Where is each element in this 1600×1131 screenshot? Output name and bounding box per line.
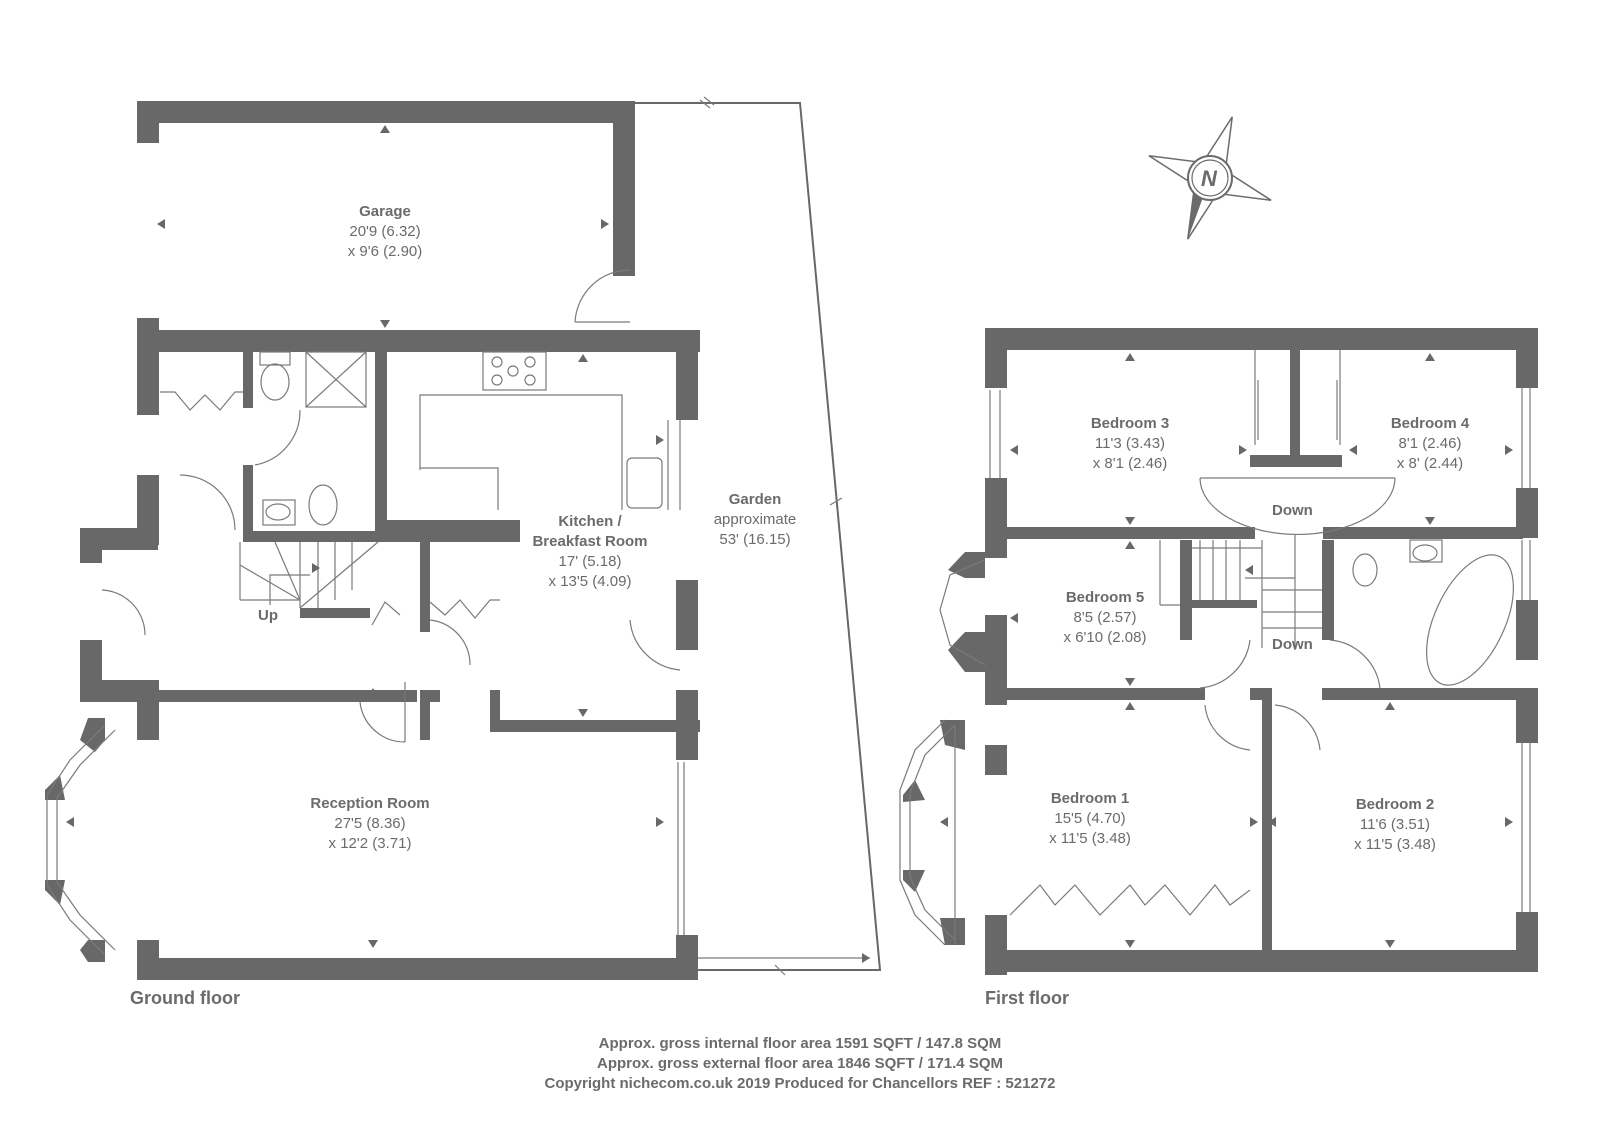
room-label-kitchen: Kitchen / Breakfast Room 17' (5.18) x 13… (510, 512, 670, 592)
room-dimension: x 6'10 (2.08) (1063, 629, 1147, 646)
room-dimension: x 8'1 (2.46) (1092, 455, 1168, 472)
room-name: Garden (728, 491, 782, 508)
room-dimension: approximate (713, 511, 797, 528)
stairs-up-label: Up (258, 607, 278, 624)
room-dimension: 8'1 (2.46) (1398, 435, 1462, 452)
room-name: Bedroom 1 (1050, 790, 1130, 807)
room-dimension: 17' (5.18) (558, 553, 622, 570)
footer-area-info: Approx. gross internal floor area 1591 S… (0, 1034, 1600, 1094)
copyright-text: Copyright nichecom.co.uk 2019 Produced f… (544, 1075, 1056, 1092)
first-floor-walls (903, 328, 1538, 975)
room-name: Bedroom 4 (1390, 415, 1470, 432)
room-dimension: x 12'2 (3.71) (328, 835, 412, 852)
ground-fixtures (46, 96, 870, 976)
external-area-text: Approx. gross external floor area 1846 S… (597, 1055, 1003, 1072)
room-name: Bedroom 5 (1065, 589, 1145, 606)
first-floor-caption: First floor (985, 988, 1069, 1008)
room-name: Bedroom 3 (1090, 415, 1170, 432)
first-floor-fixtures (899, 350, 1531, 946)
room-dimension: 11'3 (3.43) (1094, 435, 1166, 452)
garden-outline (635, 102, 882, 971)
room-name: Garage (359, 203, 411, 220)
room-dimension: 20'9 (6.32) (349, 223, 421, 240)
room-name: Kitchen / (558, 513, 622, 530)
ground-dimension-arrows (66, 125, 870, 963)
stairs-down-label: Down (1272, 636, 1313, 653)
room-label-bedroom-1: Bedroom 1 15'5 (4.70) x 11'5 (3.48) (1020, 789, 1160, 849)
room-dimension: 53' (16.15) (719, 531, 791, 548)
room-label-reception: Reception Room 27'5 (8.36) x 12'2 (3.71) (280, 794, 460, 854)
room-dimension: 15'5 (4.70) (1054, 810, 1126, 827)
room-name: Reception Room (310, 795, 430, 812)
room-dimension: x 13'5 (4.09) (548, 573, 632, 590)
internal-area-text: Approx. gross internal floor area 1591 S… (598, 1035, 1002, 1052)
room-label-garage: Garage 20'9 (6.32) x 9'6 (2.90) (310, 202, 460, 262)
stairs-down-label: Down (1272, 502, 1313, 519)
room-label-garden: Garden approximate 53' (16.15) (690, 490, 820, 550)
room-label-bedroom-4: Bedroom 4 8'1 (2.46) x 8' (2.44) (1365, 414, 1495, 474)
room-label-bedroom-5: Bedroom 5 8'5 (2.57) x 6'10 (2.08) (1035, 588, 1175, 648)
room-dimension: 27'5 (8.36) (334, 815, 406, 832)
room-name-line2: Breakfast Room (532, 533, 648, 550)
room-dimension: x 11'5 (3.48) (1354, 836, 1436, 853)
room-dimension: 8'5 (2.57) (1073, 609, 1137, 626)
room-dimension: x 8' (2.44) (1396, 455, 1464, 472)
ground-floor-caption: Ground floor (130, 988, 240, 1008)
room-dimension: 11'6 (3.51) (1359, 816, 1431, 833)
room-label-bedroom-3: Bedroom 3 11'3 (3.43) x 8'1 (2.46) (1060, 414, 1200, 474)
room-dimension: x 11'5 (3.48) (1049, 830, 1131, 847)
first-dimension-arrows (940, 353, 1513, 948)
room-dimension: x 9'6 (2.90) (347, 243, 423, 260)
room-name: Bedroom 2 (1355, 796, 1435, 813)
north-compass-icon (1148, 116, 1272, 240)
compass-north-label: N (1201, 166, 1217, 191)
room-label-bedroom-2: Bedroom 2 11'6 (3.51) x 11'5 (3.48) (1325, 795, 1465, 855)
